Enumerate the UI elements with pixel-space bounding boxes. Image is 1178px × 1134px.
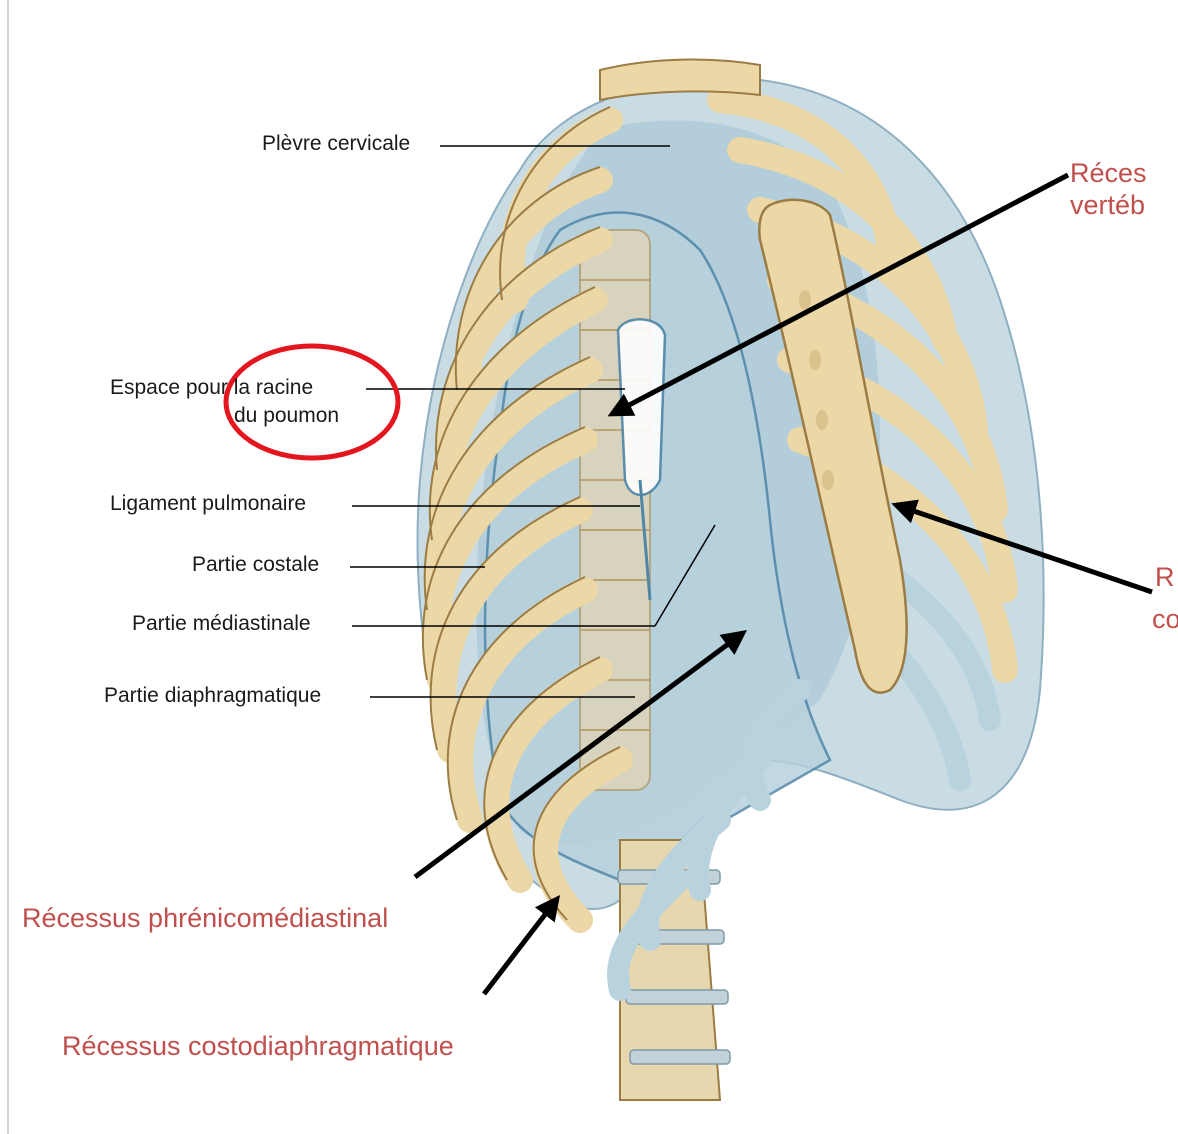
highlight-circle xyxy=(226,346,398,458)
label-espace-racine-2: du poumon xyxy=(234,404,339,428)
annotation-recessus-right-2: co xyxy=(1152,604,1178,634)
annotation-recessus-costodiaphragmatique: Récessus costodiaphragmatique xyxy=(62,1031,454,1061)
label-ligament-pulmonaire: Ligament pulmonaire xyxy=(110,492,306,516)
label-partie-mediastinale: Partie médiastinale xyxy=(132,612,311,636)
annotation-recessus-vertebral-1: Réces xyxy=(1070,158,1147,188)
annotation-recessus-right-1: R xyxy=(1155,562,1175,592)
label-plevre-cervicale: Plèvre cervicale xyxy=(262,132,410,156)
label-partie-costale: Partie costale xyxy=(192,553,319,577)
annotation-recessus-vertebral-2: vertéb xyxy=(1070,190,1145,220)
label-espace-racine-1: Espace pour la racine xyxy=(110,376,313,400)
annotation-recessus-phrenicomediastinal: Récessus phrénicomédiastinal xyxy=(22,903,388,933)
label-partie-diaphragmatique: Partie diaphragmatique xyxy=(104,684,321,708)
